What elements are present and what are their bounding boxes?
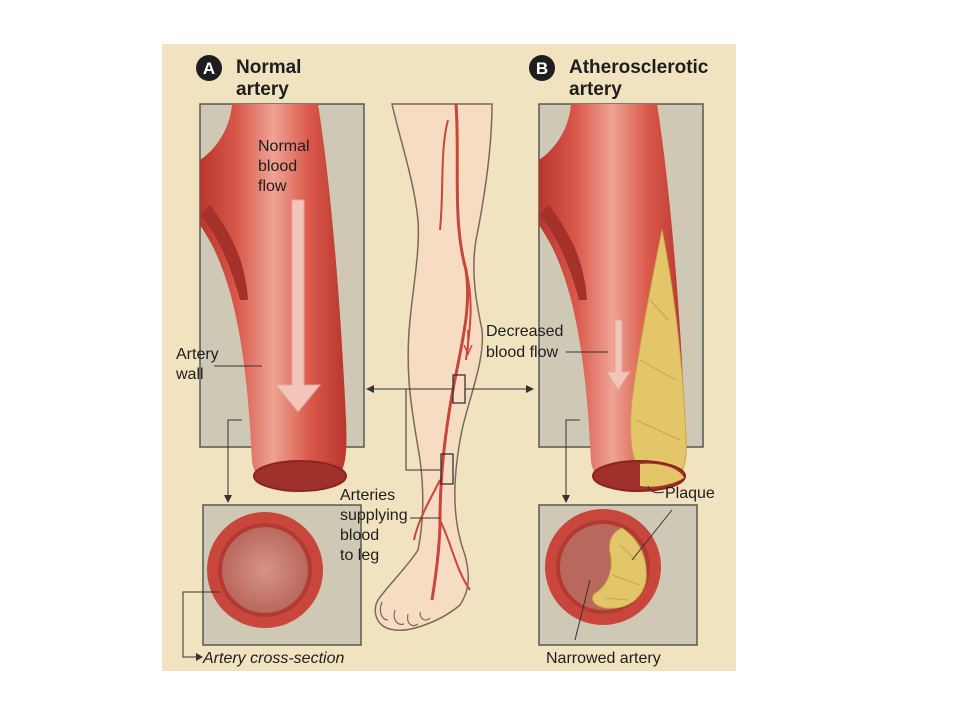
connector-b-arrowhead bbox=[562, 495, 570, 503]
cross-section-leader-a-arrowhead bbox=[196, 653, 203, 661]
leg-illustration: Arteries supplying blood to leg bbox=[340, 103, 534, 631]
leg-artery-main bbox=[430, 103, 470, 601]
leg-label-2: supplying bbox=[340, 507, 408, 524]
badge-b bbox=[529, 55, 555, 81]
panel-normal-artery: A Normal artery Normal blood flow Artery… bbox=[175, 55, 365, 667]
flow-arrow-b bbox=[606, 319, 631, 391]
connector-a-arrowhead bbox=[224, 495, 232, 503]
artery-branch-b bbox=[539, 205, 587, 300]
leg-highlight-lower bbox=[440, 453, 454, 485]
leg-connector-right-arrowhead bbox=[526, 385, 534, 393]
artery-opening-a bbox=[253, 460, 347, 492]
flow-label-a-3: flow bbox=[258, 178, 287, 195]
connector-b bbox=[565, 419, 580, 500]
cross-section-plaque-leader bbox=[631, 509, 673, 561]
panel-b-title: Atherosclerotic bbox=[569, 57, 709, 78]
svg-text:B: B bbox=[536, 59, 548, 78]
cross-section-plaque-b bbox=[592, 527, 647, 609]
artery-wall-label: Artery bbox=[176, 346, 219, 363]
panel-a-title-2: artery bbox=[236, 79, 289, 100]
narrowed-artery-label: Narrowed artery bbox=[546, 650, 661, 667]
artery-branch-a bbox=[200, 205, 248, 300]
leg-small-arrow bbox=[463, 330, 473, 356]
leg-artery-branch bbox=[413, 119, 472, 591]
svg-text:A: A bbox=[203, 59, 215, 78]
flow-label-a: Normal bbox=[258, 138, 310, 155]
leg-connector-lower bbox=[405, 389, 441, 471]
plaque-leader bbox=[647, 485, 665, 494]
narrowed-artery-leader bbox=[574, 579, 591, 641]
leg-toes bbox=[379, 601, 431, 627]
plaque-opening bbox=[640, 463, 684, 487]
badge-a bbox=[196, 55, 222, 81]
plaque-label: Plaque bbox=[665, 485, 715, 502]
cross-section-leader-a bbox=[182, 591, 220, 658]
leg-connector-left-arrowhead bbox=[366, 385, 374, 393]
flow-label-a-2: blood bbox=[258, 158, 297, 175]
connector-a bbox=[227, 419, 242, 500]
panel-a-title: Normal bbox=[236, 57, 301, 78]
cross-section-plaque-texture bbox=[604, 544, 641, 601]
plaque-texture bbox=[635, 299, 681, 471]
cross-section-lumen-a bbox=[222, 527, 308, 613]
flow-label-b: Decreased bbox=[486, 323, 563, 340]
leg-label-3: blood bbox=[340, 527, 379, 544]
flow-label-b-2: blood flow bbox=[486, 344, 558, 361]
panel-atherosclerotic-artery: B Atherosclerotic artery Decreased blood… bbox=[486, 55, 715, 667]
leg-outline bbox=[374, 103, 493, 631]
leg-label: Arteries bbox=[340, 487, 395, 504]
leg-label-4: to leg bbox=[340, 547, 379, 564]
cross-section-label: Artery cross-section bbox=[202, 650, 344, 667]
flow-arrow-a bbox=[274, 199, 322, 413]
panel-b-title-2: artery bbox=[569, 79, 622, 100]
artery-wall-label-2: wall bbox=[175, 366, 204, 383]
